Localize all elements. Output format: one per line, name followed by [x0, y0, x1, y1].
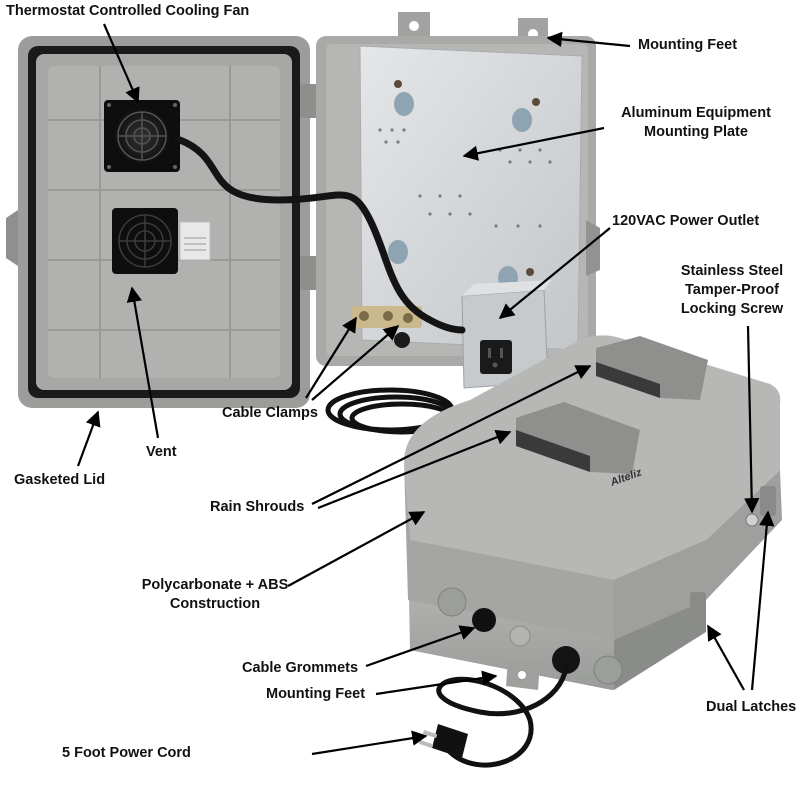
- arrow-outlet: [498, 227, 611, 319]
- power-outlet-icon: [461, 280, 552, 389]
- arrow-power-cord: [311, 730, 428, 756]
- label-dual-latches: Dual Latches: [706, 699, 797, 715]
- rain-shroud: [516, 402, 640, 474]
- enclosure-closed: [404, 335, 782, 690]
- plug-icon: [418, 724, 468, 758]
- hinge: [300, 84, 318, 290]
- arrow-mounting-feet-top: [546, 31, 631, 48]
- arrow-grommets: [365, 625, 476, 668]
- aluminum-mounting-plate: [359, 45, 583, 351]
- arrow-latches-1: [707, 624, 745, 691]
- arrow-gasketed-lid: [76, 410, 101, 467]
- label-mounting-feet-top: Mounting Feet: [638, 37, 738, 53]
- thermostat-sticker: [179, 221, 211, 261]
- label-gasketed-lid: Gasketed Lid: [14, 472, 106, 488]
- arrow-cable-clamps-1: [305, 316, 357, 399]
- arrow-plate: [462, 126, 605, 161]
- label-locking-screw: Stainless Steel Tamper-Proof Locking Scr…: [680, 263, 784, 317]
- label-cable-grommets: Cable Grommets: [242, 660, 359, 676]
- rain-shroud: [596, 336, 708, 400]
- cooling-fan-icon: [104, 100, 180, 172]
- arrow-latches-2: [750, 510, 775, 691]
- arrow-mounting-feet-bottom: [375, 670, 498, 696]
- label-mounting-plate: Aluminum Equipment Mounting Plate: [621, 105, 771, 140]
- label-construction: Polycarbonate + ABS Construction: [141, 577, 289, 612]
- arrow-screw: [744, 325, 760, 514]
- fan-cable: [176, 136, 466, 334]
- arrow-vent: [126, 286, 160, 439]
- label-rain-shrouds: Rain Shrouds: [210, 499, 305, 515]
- callout-arrows: [76, 23, 775, 756]
- label-mounting-feet-bottom: Mounting Feet: [266, 686, 366, 702]
- arrow-rain-shrouds-2: [317, 429, 512, 510]
- label-vent: Vent: [146, 444, 177, 460]
- arrow-material: [287, 511, 426, 587]
- label-power-cord: 5 Foot Power Cord: [62, 745, 191, 761]
- vent-icon: [112, 208, 178, 274]
- arrow-rain-shrouds-1: [311, 365, 592, 505]
- arrow-cable-clamps-2: [311, 324, 400, 401]
- label-cable-clamps: Cable Clamps: [222, 405, 318, 421]
- arrow-fan: [102, 23, 140, 104]
- label-cooling-fan: Thermostat Controlled Cooling Fan: [6, 3, 250, 19]
- power-cord: [436, 665, 569, 768]
- label-power-outlet: 120VAC Power Outlet: [612, 213, 760, 229]
